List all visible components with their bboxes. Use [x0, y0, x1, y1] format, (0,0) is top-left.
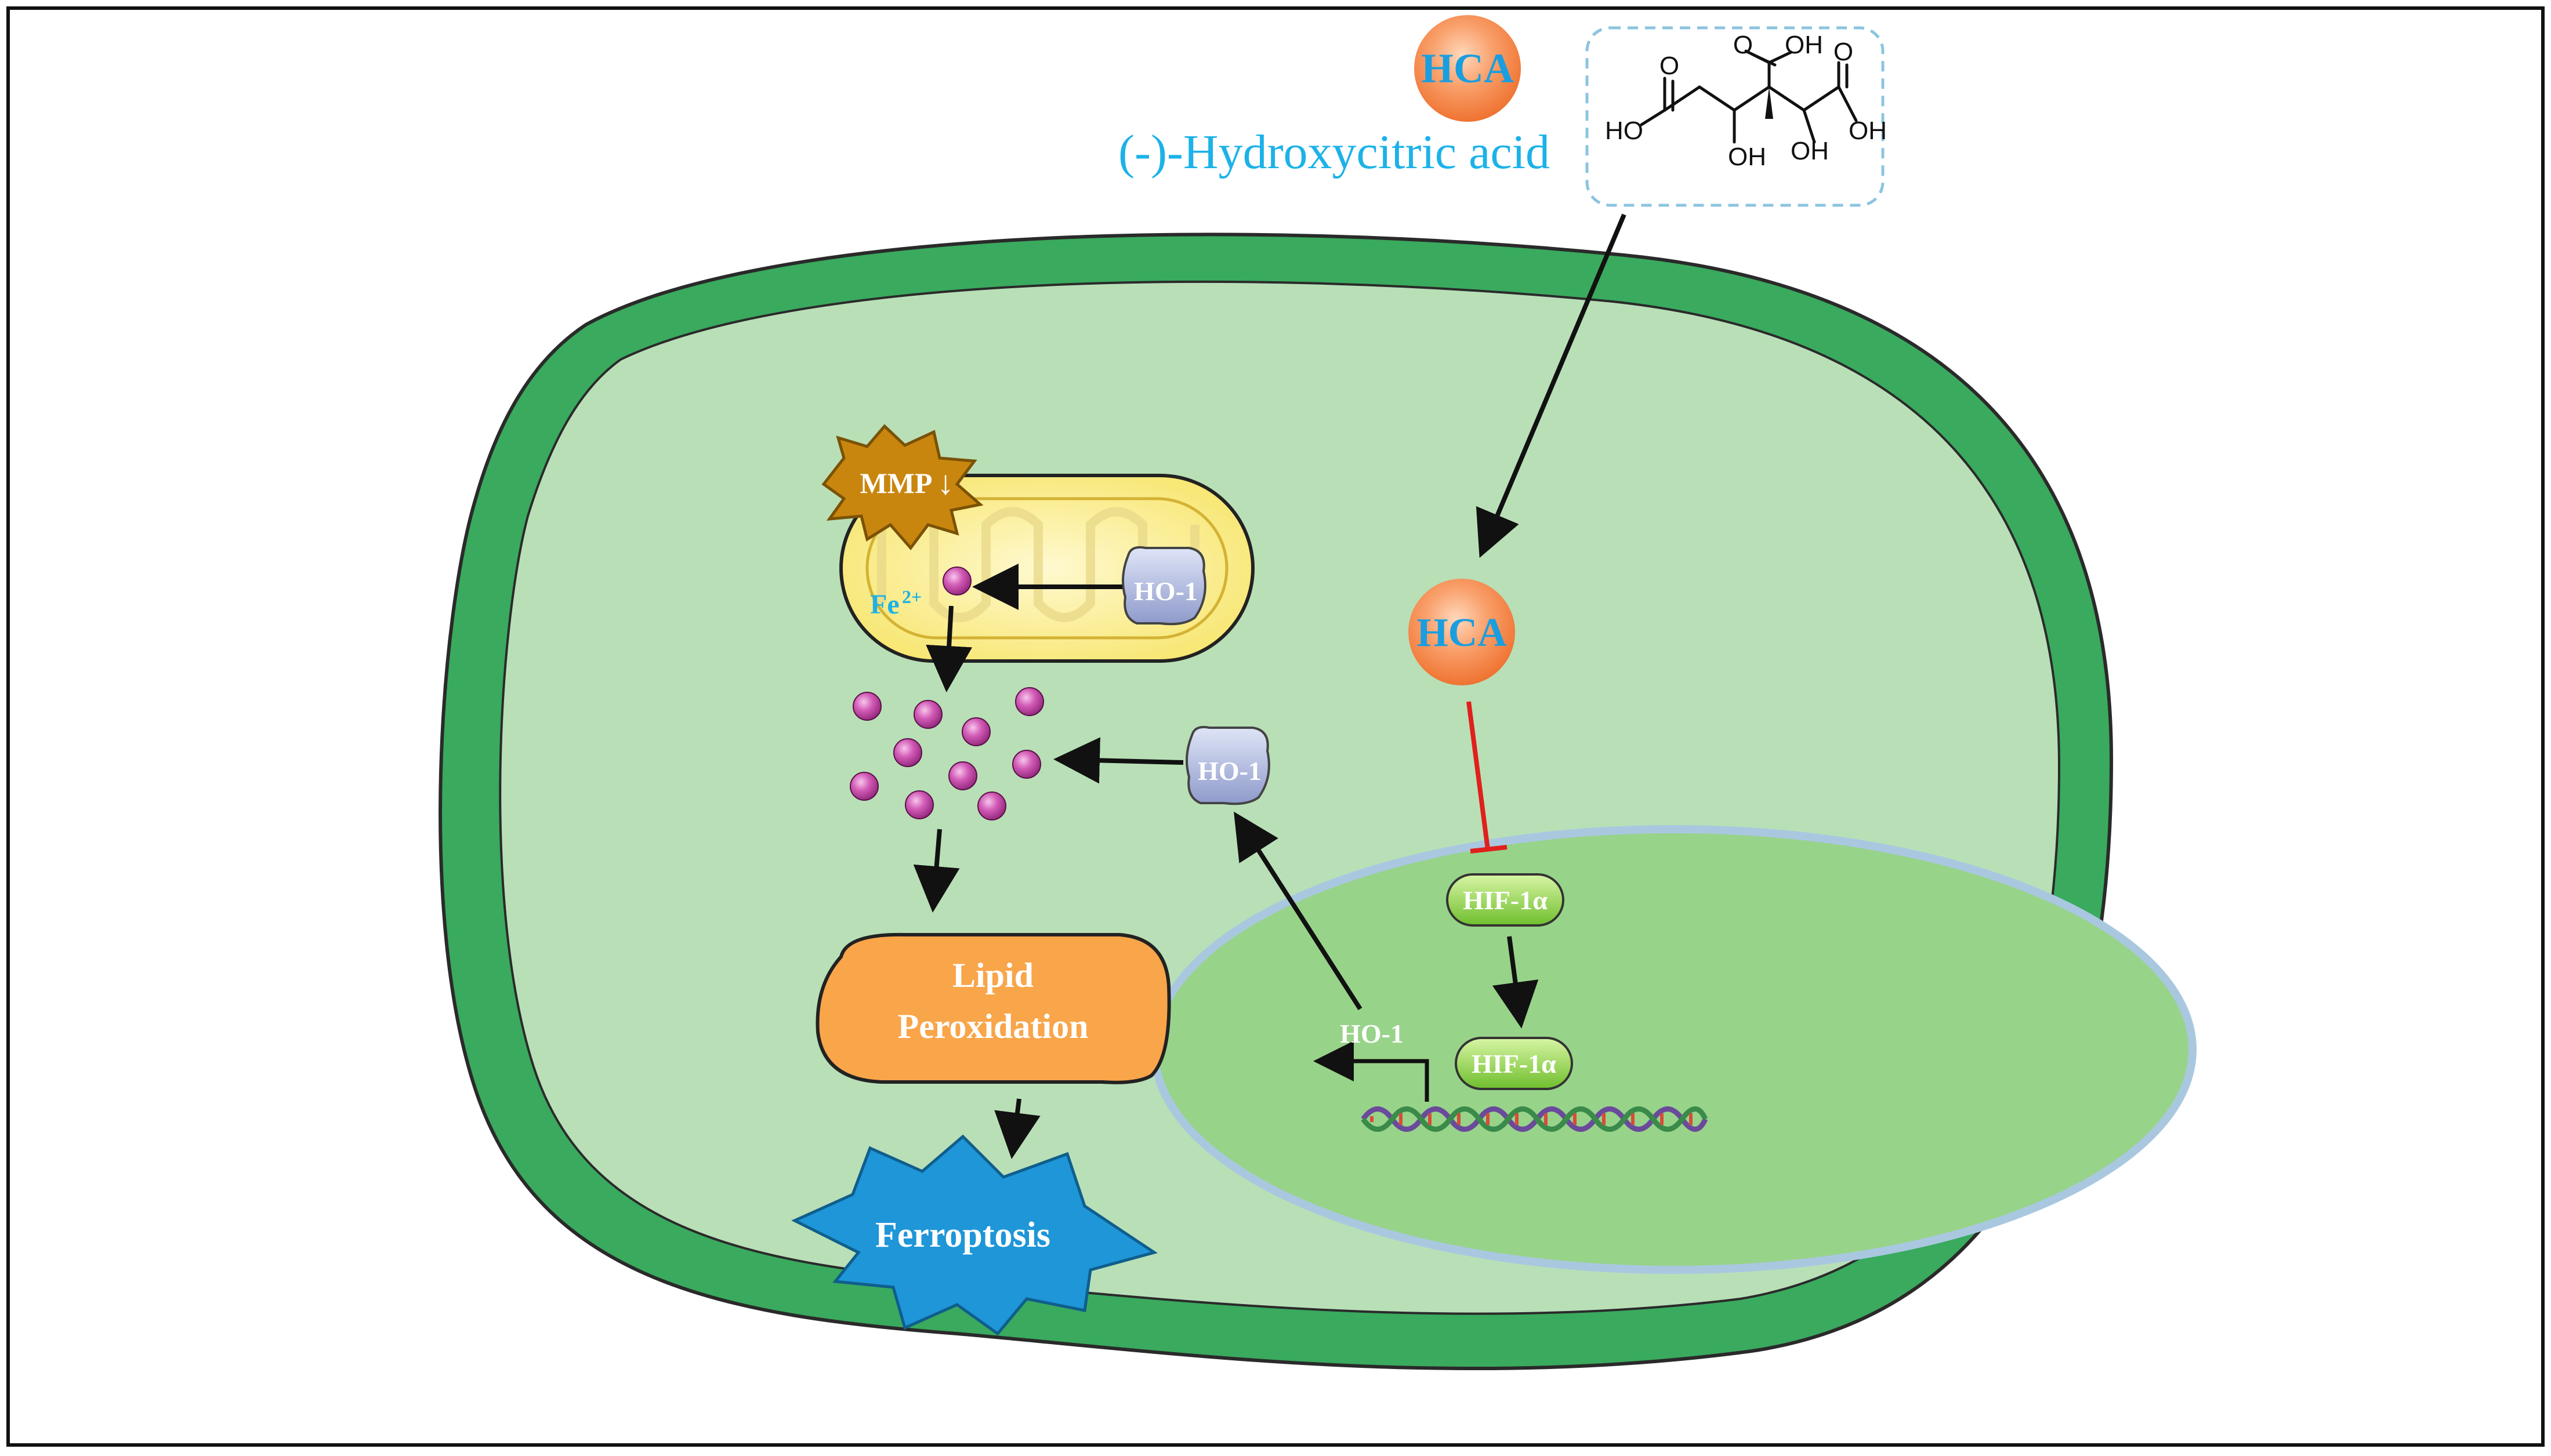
arrow-iron-to-lipid [913, 829, 960, 913]
lipid-line2: Peroxidation [898, 1007, 1089, 1045]
fe-label: Fe [870, 589, 900, 620]
ho1-cytoplasm: HO-1 [1186, 725, 1270, 805]
arrow-fe-release [926, 605, 973, 692]
hif1a-nucleus-label: HIF-1α [1472, 1049, 1556, 1079]
struct-o-right: O [1833, 38, 1853, 66]
hif1a-nucleus: HIF-1α [1455, 1037, 1573, 1090]
hif1a-cytoplasm: HIF-1α [1446, 873, 1564, 927]
mmp-burst: MMP ↓ [821, 424, 984, 550]
fe-particle [905, 790, 934, 819]
ho1-mito: HO-1 [1122, 546, 1206, 626]
nucleus [1150, 825, 2197, 1274]
hca-cell-label: HCA [1416, 611, 1507, 655]
struct-oh-center: OH [1791, 137, 1829, 165]
fe-particle [893, 738, 922, 767]
hif1a-cytoplasm-label: HIF-1α [1463, 885, 1548, 915]
fe-particle [948, 761, 977, 790]
hca-cell-ball: HCA [1408, 579, 1515, 685]
fe-particle [977, 791, 1006, 820]
fe-particle [853, 692, 882, 721]
struct-oh-top: OH [1785, 31, 1823, 59]
fe-particle [850, 772, 879, 801]
arrow-hif-translocation [1492, 936, 1539, 1029]
transcription-start-arrow [1313, 1041, 1429, 1102]
fe-superscript: 2+ [902, 586, 922, 607]
hca-top-label: HCA [1421, 45, 1514, 92]
fe-particle [1015, 687, 1044, 716]
compound-name: (-)-Hydroxycitric acid [1118, 125, 1550, 179]
struct-o-left: O [1659, 52, 1679, 80]
struct-ho-left: HO [1605, 117, 1643, 145]
fe-particle-cluster [850, 687, 1044, 820]
mmp-label: MMP [860, 467, 933, 499]
fe-particle-mito [943, 567, 972, 596]
arrow-ho1-to-iron [1053, 737, 1184, 784]
gene-ho1-label: HO-1 [1340, 1019, 1404, 1048]
ho1-cytoplasm-label: HO-1 [1198, 756, 1262, 786]
arrow-lipid-to-ferroptosis [994, 1098, 1041, 1159]
inhibition-hca-hif [1466, 701, 1508, 854]
fe-particle [914, 700, 943, 729]
arrow-hca-entry [1476, 213, 1626, 558]
hca-top-ball: HCA [1414, 15, 1521, 122]
struct-o-top: O [1733, 31, 1753, 59]
fe-particle [962, 717, 991, 746]
dna-helix [1361, 1106, 1708, 1132]
arrow-ho1-expression [1234, 811, 1363, 1011]
struct-oh-bottom: OH [1728, 143, 1766, 171]
chemical-structure: O O OH O HO OH OH OH [1585, 26, 1887, 207]
ho1-mito-label: HO-1 [1134, 576, 1198, 606]
lipid-peroxidation: Lipid Peroxidation [816, 932, 1171, 1084]
lipid-line1: Lipid [952, 956, 1034, 994]
ferroptosis-burst: Ferroptosis [791, 1134, 1158, 1336]
fe-particle [1012, 750, 1041, 779]
struct-oh-right: OH [1849, 117, 1887, 145]
ferroptosis-label: Ferroptosis [875, 1215, 1050, 1255]
mmp-down-arrow: ↓ [937, 464, 954, 502]
